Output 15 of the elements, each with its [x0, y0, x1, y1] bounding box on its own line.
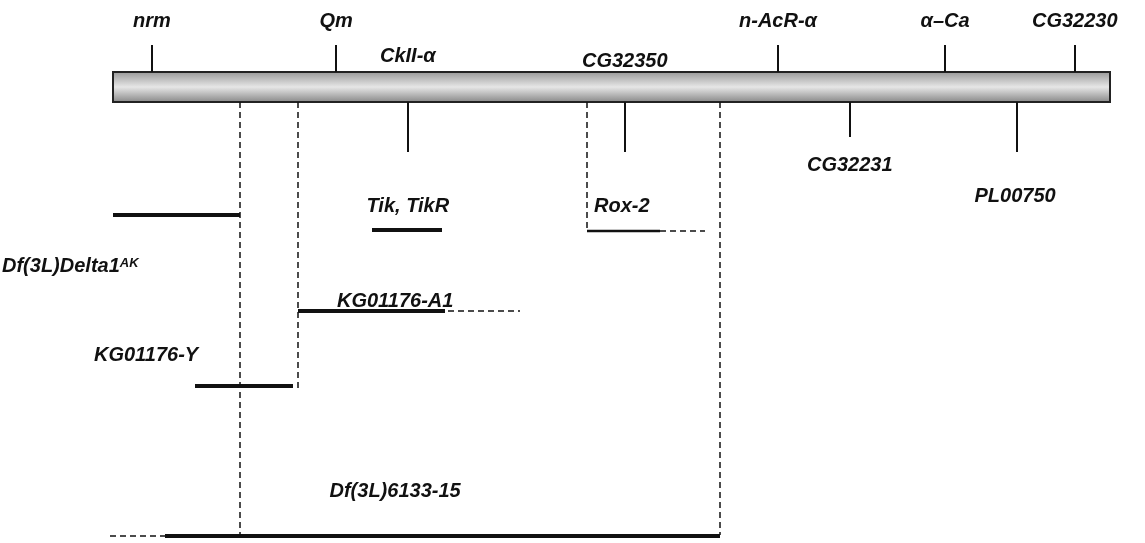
gene-label: Qm: [319, 8, 353, 32]
deletion-label: Df(3L)6133-15: [329, 478, 461, 502]
deletion-label: Df(3L)Delta1$^{AK}$: [2, 253, 139, 277]
insertion-label: KG01176-A1: [337, 288, 454, 312]
gene-label: CkII-α: [380, 43, 436, 67]
gene-label: n-AcR-α: [739, 8, 817, 32]
gene-label: CG32230: [1032, 8, 1118, 32]
gene-label: CG32350: [582, 48, 668, 72]
gene-label: Tik, TikR: [366, 193, 450, 217]
gene-label: Rox-2: [594, 193, 650, 217]
gene-label: α–Ca: [920, 8, 970, 32]
insertion-label: KG01176-Y: [94, 342, 199, 366]
gene-label: PL00750: [974, 183, 1056, 207]
gene-label: CG32231: [807, 152, 893, 176]
gene-label: nrm: [133, 8, 171, 32]
